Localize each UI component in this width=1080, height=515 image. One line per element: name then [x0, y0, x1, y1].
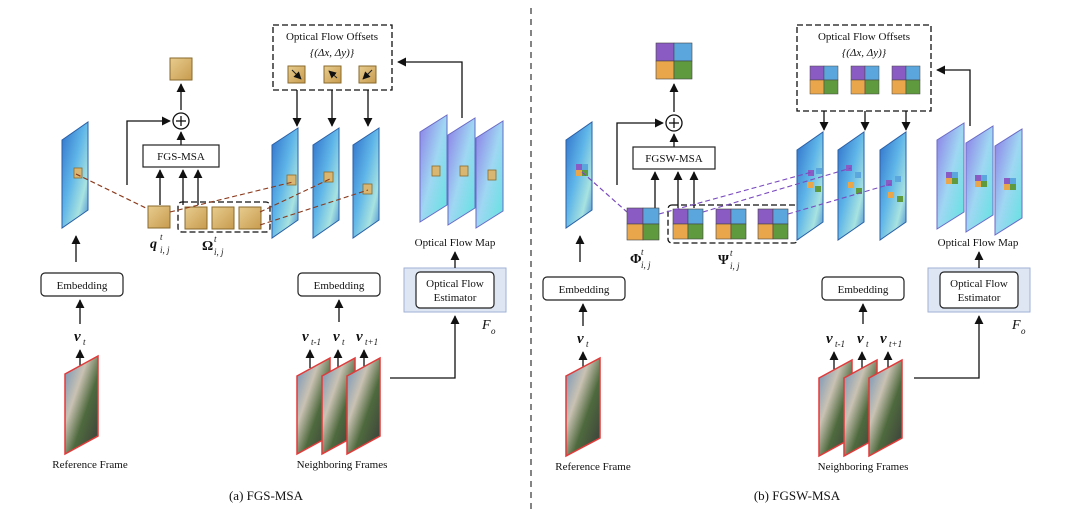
- reference-frame-label: Reference Frame: [555, 461, 631, 473]
- estimator-subscript: o: [491, 326, 496, 336]
- offsets-title: Optical Flow Offsets: [286, 31, 378, 43]
- reference-feature-map: [565, 121, 593, 229]
- estimator-line1: Optical Flow: [426, 278, 484, 290]
- right-caption: (b) FGSW-MSA: [754, 488, 841, 503]
- embedding-nbr-label: Embedding: [838, 284, 889, 296]
- q-symbol: q: [150, 237, 157, 252]
- v-nbr-3-sub: t+1: [889, 339, 902, 349]
- optical-flow-offsets-box: [796, 24, 932, 112]
- estimator-line2: Estimator: [958, 292, 1001, 304]
- v-nbr-3-sub: t+1: [365, 337, 378, 347]
- key-window-2: [715, 208, 747, 240]
- neighbor-frames-label: Neighboring Frames: [297, 459, 388, 471]
- offset-windows: [809, 65, 921, 95]
- q-subscript: i, j: [160, 245, 170, 255]
- reference-frame-image: [565, 356, 601, 458]
- omega-symbol: Ω: [202, 239, 213, 254]
- v-nbr-1-sub: t-1: [311, 337, 321, 347]
- left-caption: (a) FGS-MSA: [229, 488, 304, 503]
- offsets-title: Optical Flow Offsets: [818, 31, 910, 43]
- neighbor-feature-maps: [271, 127, 380, 239]
- optical-flow-estimator-box: [939, 271, 1019, 309]
- psi-key-group: [667, 204, 799, 244]
- neighbor-feature-maps: [796, 131, 907, 241]
- phi-subscript: i, j: [641, 260, 651, 270]
- query-window: [626, 207, 660, 241]
- estimator-line2: Estimator: [434, 292, 477, 304]
- plus-circle-icon: [172, 112, 190, 130]
- fgs-msa-label: FGS-MSA: [157, 151, 205, 163]
- key-patch-1: [184, 206, 208, 230]
- omega-subscript: i, j: [214, 247, 224, 257]
- q-superscript: t: [160, 232, 163, 242]
- v-nbr-1: v: [826, 331, 833, 347]
- estimator-symbol: F: [481, 318, 491, 333]
- v-ref-sub: t: [83, 337, 86, 347]
- estimator-line1: Optical Flow: [950, 278, 1008, 290]
- key-window-3: [757, 208, 789, 240]
- phi-symbol: Φ: [630, 252, 642, 267]
- offsets-formula: {(Δx, Δy)}: [310, 47, 355, 59]
- embedding-ref-label: Embedding: [57, 280, 108, 292]
- fgsw-msa-label: FGSW-MSA: [645, 153, 703, 165]
- v-ref: v: [577, 331, 584, 347]
- embedding-ref-label: Embedding: [559, 284, 610, 296]
- flow-map-label: Optical Flow Map: [938, 237, 1019, 249]
- neighbor-frames-images: [818, 358, 903, 458]
- query-patch: [147, 205, 171, 229]
- key-patch-2: [211, 206, 235, 230]
- right-panel: FGSW-MSA Φ t i, j: [542, 24, 1031, 503]
- offset-patches: [287, 65, 377, 84]
- embedding-box-neighbor: [297, 272, 381, 297]
- optical-flow-map-stack: [936, 122, 1023, 236]
- psi-subscript: i, j: [730, 261, 740, 271]
- v-nbr-2-sub: t: [866, 339, 869, 349]
- key-window-1: [672, 208, 704, 240]
- omega-superscript: t: [214, 234, 217, 244]
- omega-key-group: [177, 201, 271, 233]
- optical-flow-estimator-box: [415, 271, 495, 309]
- psi-superscript: t: [730, 248, 733, 258]
- key-patch-3: [238, 206, 262, 230]
- output-window: [655, 42, 693, 80]
- optical-flow-map-stack: [419, 114, 504, 229]
- left-panel: FGS-MSA q t i, j Ω t i, j: [40, 24, 507, 503]
- embedding-nbr-label: Embedding: [314, 280, 365, 292]
- plus-circle-icon: [665, 114, 683, 132]
- v-nbr-2: v: [857, 331, 864, 347]
- embedding-box-reference: [40, 272, 124, 297]
- flow-map-label: Optical Flow Map: [415, 237, 496, 249]
- embedding-box-neighbor: [821, 276, 905, 301]
- neighbor-frames-label: Neighboring Frames: [818, 461, 909, 473]
- v-ref-sub: t: [586, 339, 589, 349]
- embedding-box-reference: [542, 276, 626, 301]
- v-nbr-1-sub: t-1: [835, 339, 845, 349]
- phi-superscript: t: [641, 247, 644, 257]
- fgs-msa-box: [142, 144, 220, 168]
- psi-symbol: Ψ: [718, 253, 729, 268]
- output-patch: [169, 57, 193, 81]
- reference-frame-label: Reference Frame: [52, 459, 128, 471]
- estimator-subscript: o: [1021, 326, 1026, 336]
- v-nbr-1: v: [302, 329, 309, 345]
- reference-frame-image: [64, 354, 99, 456]
- v-nbr-3: v: [880, 331, 887, 347]
- neighbor-frames-images: [296, 356, 381, 456]
- offsets-formula: {(Δx, Δy)}: [842, 47, 887, 59]
- v-nbr-2: v: [333, 329, 340, 345]
- v-nbr-2-sub: t: [342, 337, 345, 347]
- fgsw-msa-box: [632, 146, 716, 170]
- v-nbr-3: v: [356, 329, 363, 345]
- estimator-symbol: F: [1011, 318, 1021, 333]
- reference-feature-map: [61, 121, 89, 229]
- v-ref: v: [74, 329, 81, 345]
